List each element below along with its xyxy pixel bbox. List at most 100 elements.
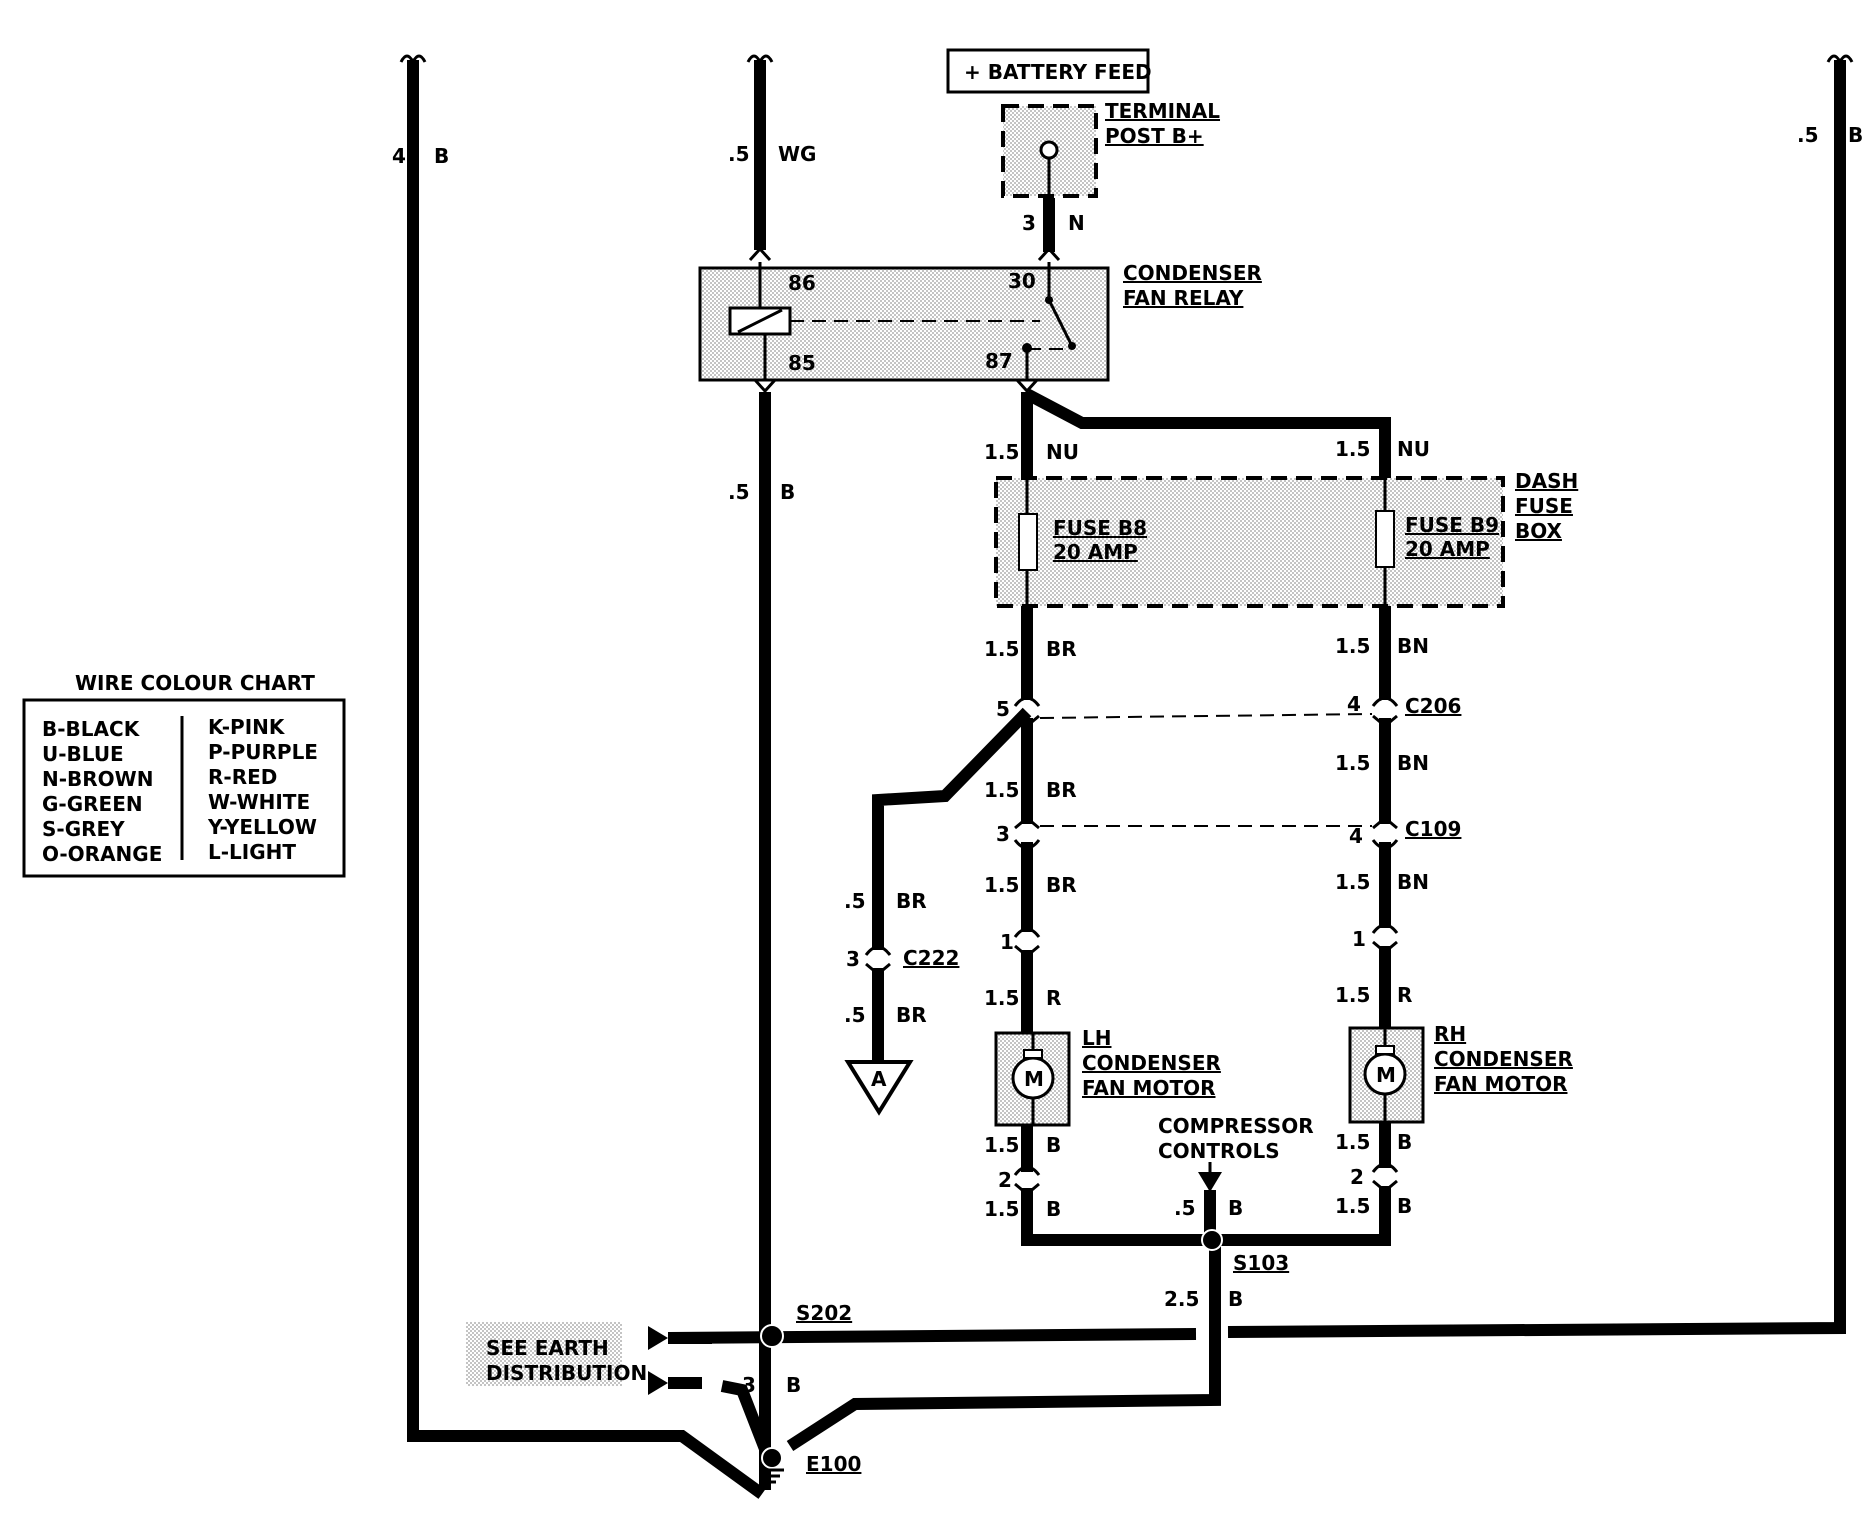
svg-text:1.5: 1.5 <box>984 873 1019 897</box>
legend-right-0: K-PINK <box>208 715 286 739</box>
wire-br-to-c222 <box>872 707 1032 950</box>
wire-right-b <box>1227 60 1846 1338</box>
fuse-b8-icon <box>1018 513 1038 571</box>
svg-text:1.5: 1.5 <box>984 778 1019 802</box>
earth-arrow-icon-2 <box>648 1371 668 1395</box>
e100-label: E100 <box>806 1452 861 1476</box>
svg-text:B: B <box>1228 1196 1243 1220</box>
legend-title: WIRE COLOUR CHART <box>75 671 315 695</box>
fuse-b9-label-1: FUSE B9 <box>1405 513 1499 537</box>
break-wg <box>746 54 774 66</box>
relay-switch-icon <box>1047 299 1074 347</box>
pin-c222: 3 <box>846 947 860 971</box>
s202-splice <box>760 1324 784 1348</box>
legend-left-0: B-BLACK <box>42 717 141 741</box>
svg-text:.5: .5 <box>728 142 750 166</box>
svg-text:.5: .5 <box>728 480 750 504</box>
pin-c109-left: 3 <box>996 822 1010 846</box>
battery-feed-label: + BATTERY FEED <box>964 60 1152 84</box>
svg-text:BN: BN <box>1397 870 1429 894</box>
wire-nu-right <box>1024 388 1391 478</box>
svg-text:N: N <box>1068 211 1085 235</box>
connector-chevrons <box>748 246 1399 1196</box>
terminal-post-label-1: TERMINAL <box>1105 99 1220 123</box>
svg-text:B: B <box>1397 1194 1412 1218</box>
pin-c109-right: 4 <box>1349 824 1363 848</box>
lh-motor-symbol: M <box>1024 1067 1044 1091</box>
compressor-label-2: CONTROLS <box>1158 1139 1280 1163</box>
svg-text:1.5: 1.5 <box>984 986 1019 1010</box>
svg-text:B: B <box>1397 1130 1412 1154</box>
fuse-b8-label-1: FUSE B8 <box>1053 516 1147 540</box>
dash-fuse-box-label-2: FUSE <box>1515 494 1573 518</box>
legend-right-2: R-RED <box>208 765 277 789</box>
svg-text:BR: BR <box>896 889 927 913</box>
c109-label: C109 <box>1405 817 1461 841</box>
svg-text:NU: NU <box>1397 437 1430 461</box>
fuse-b9-label-2: 20 AMP <box>1405 537 1490 561</box>
s103-splice <box>1201 1229 1223 1251</box>
relay-pin-30: 30 <box>1008 269 1036 293</box>
pin-motor-in-right: 1 <box>1352 927 1366 951</box>
pin-motor-out-right: 2 <box>1350 1165 1364 1189</box>
wire-4-b-left <box>407 60 766 1499</box>
svg-text:1.5: 1.5 <box>1335 1194 1370 1218</box>
c206-label: C206 <box>1405 694 1461 718</box>
svg-text:B: B <box>780 480 795 504</box>
legend-right-3: W-WHITE <box>208 790 310 814</box>
svg-text:1.5: 1.5 <box>984 637 1019 661</box>
svg-text:BR: BR <box>896 1003 927 1027</box>
svg-text:1.5: 1.5 <box>1335 1130 1370 1154</box>
connector-a-label: A <box>871 1067 887 1091</box>
svg-text:B: B <box>1848 123 1863 147</box>
pin-c206-right: 4 <box>1347 692 1361 716</box>
see-earth-label-1: SEE EARTH <box>486 1336 609 1360</box>
svg-text:BN: BN <box>1397 634 1429 658</box>
break-right <box>1826 54 1854 66</box>
svg-text:1.5: 1.5 <box>984 1197 1019 1221</box>
svg-text:1.5: 1.5 <box>1335 983 1370 1007</box>
svg-text:.5: .5 <box>844 889 866 913</box>
e100-ground-point <box>761 1447 783 1469</box>
legend-right-5: L-LIGHT <box>208 840 296 864</box>
pin-c206-left: 5 <box>996 697 1010 721</box>
svg-text:1.5: 1.5 <box>984 440 1019 464</box>
legend-box <box>22 698 346 878</box>
wire-colour-chart: WIRE COLOUR CHART B-BLACK U-BLUE N-BROWN… <box>22 671 346 878</box>
pin-motor-out-left: 2 <box>998 1168 1012 1192</box>
fuse-b9-icon <box>1375 510 1395 568</box>
svg-text:.5: .5 <box>844 1003 866 1027</box>
svg-text:2.5: 2.5 <box>1164 1287 1199 1311</box>
svg-text:BR: BR <box>1046 873 1077 897</box>
dash-fuse-box-label-1: DASH <box>1515 469 1578 493</box>
lh-motor-label-3: FAN MOTOR <box>1082 1076 1216 1100</box>
svg-text:B: B <box>434 144 449 168</box>
svg-text:1.5: 1.5 <box>1335 634 1370 658</box>
pin-numbers: 5 4 3 4 1 1 2 2 3 <box>846 692 1366 1192</box>
relay-label-2: FAN RELAY <box>1123 286 1244 310</box>
svg-text:1.5: 1.5 <box>984 1133 1019 1157</box>
svg-text:BR: BR <box>1046 778 1077 802</box>
wire-earth-stub-3 <box>720 1380 776 1465</box>
relay-pin-85: 85 <box>788 351 816 375</box>
lh-motor-label-2: CONDENSER <box>1082 1051 1221 1075</box>
fuse-b8-label-2: 20 AMP <box>1053 540 1138 564</box>
rh-motor-symbol: M <box>1376 1063 1396 1087</box>
svg-text:.5: .5 <box>1174 1196 1196 1220</box>
relay-label-1: CONDENSER <box>1123 261 1262 285</box>
wire-s103-to-e100 <box>786 1240 1221 1452</box>
s202-label: S202 <box>796 1301 852 1325</box>
legend-left-2: N-BROWN <box>42 767 153 791</box>
svg-text:BR: BR <box>1046 637 1077 661</box>
legend-left-1: U-BLUE <box>42 742 124 766</box>
rh-motor-label-1: RH <box>1434 1022 1466 1046</box>
legend-left-3: G-GREEN <box>42 792 143 816</box>
dash-fuse-box-label-3: BOX <box>1515 519 1563 543</box>
svg-text:BN: BN <box>1397 751 1429 775</box>
battery-feed-box <box>946 48 1150 94</box>
svg-text:B: B <box>786 1373 801 1397</box>
terminal-post-icon <box>1039 140 1059 160</box>
svg-text:1.5: 1.5 <box>1335 870 1370 894</box>
connector-a-icon <box>844 1060 914 1116</box>
pin-motor-in-left: 1 <box>1000 930 1014 954</box>
